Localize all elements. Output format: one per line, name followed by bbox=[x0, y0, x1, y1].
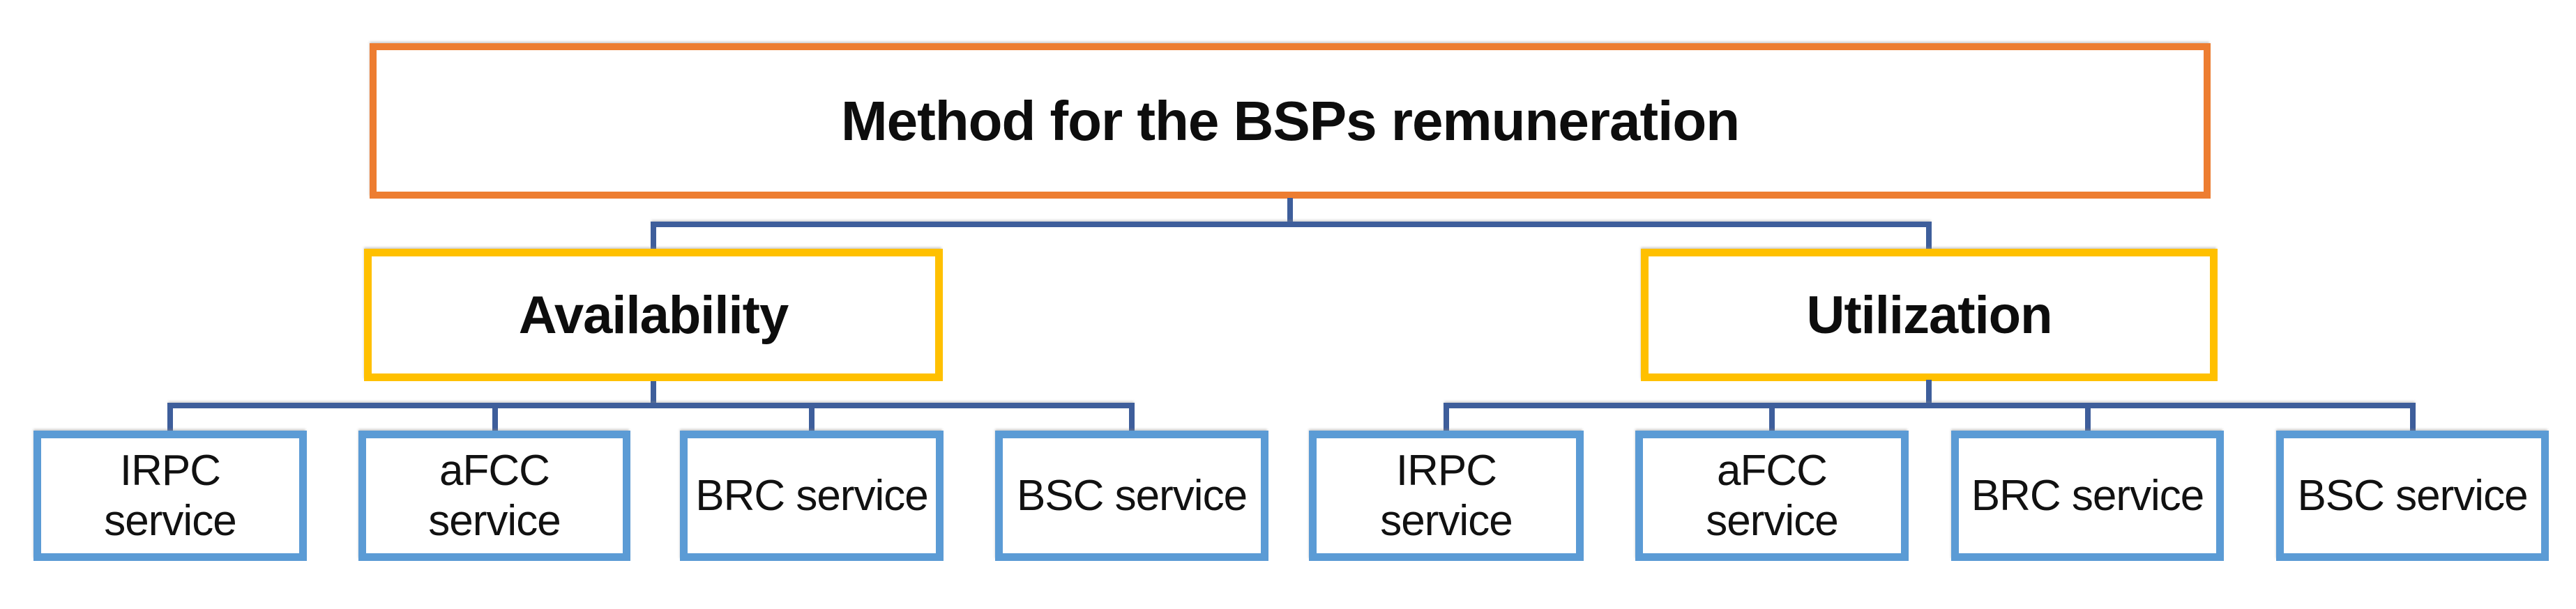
connector-drop-irpc-right bbox=[1444, 403, 1449, 431]
child-label-bsc-availability: BSC service bbox=[1016, 471, 1248, 520]
connector-drop-bsc-right bbox=[2410, 403, 2416, 431]
child-label-bsc-utilization: BSC service bbox=[2297, 471, 2528, 520]
connector-utilization-drop bbox=[1926, 222, 1932, 249]
connector-drop-afcc-left bbox=[492, 403, 498, 431]
child-box-afcc-service-availability: aFCC service bbox=[358, 431, 630, 561]
connector-availability-stem bbox=[651, 381, 656, 408]
connector-utilization-stem bbox=[1926, 380, 1932, 408]
child-box-brc-service-availability: BRC service bbox=[680, 431, 944, 561]
connector-availability-children-horizontal bbox=[167, 403, 1135, 408]
child-label-brc-availability: BRC service bbox=[695, 471, 929, 520]
connector-drop-brc-left bbox=[809, 403, 815, 431]
child-box-brc-service-utilization: BRC service bbox=[1951, 431, 2224, 561]
child-box-afcc-service-utilization: aFCC service bbox=[1635, 431, 1909, 561]
connector-availability-drop bbox=[651, 222, 656, 249]
root-box-label: Method for the BSPs remuneration bbox=[840, 89, 1740, 152]
branch-box-utilization: Utilization bbox=[1641, 249, 2218, 381]
connector-root-stem bbox=[1287, 198, 1293, 227]
branch-box-availability: Availability bbox=[364, 249, 943, 381]
child-label-irpc-utilization: IRPC service bbox=[1380, 446, 1513, 545]
connector-drop-brc-right bbox=[2085, 403, 2091, 431]
connector-tier1-horizontal bbox=[651, 222, 1932, 227]
child-label-irpc-availability: IRPC service bbox=[104, 446, 236, 545]
branch-utilization-label: Utilization bbox=[1806, 285, 2052, 345]
child-box-irpc-service-availability: IRPC service bbox=[33, 431, 307, 561]
branch-availability-label: Availability bbox=[518, 285, 789, 345]
root-box-method-for-bsps-remuneration: Method for the BSPs remuneration bbox=[370, 43, 2211, 199]
child-label-afcc-utilization: aFCC service bbox=[1706, 446, 1838, 545]
connector-utilization-children-horizontal bbox=[1444, 403, 2416, 408]
connector-drop-bsc-left bbox=[1129, 403, 1135, 431]
child-label-brc-utilization: BRC service bbox=[1971, 471, 2205, 520]
child-box-bsc-service-availability: BSC service bbox=[995, 431, 1268, 561]
child-box-bsc-service-utilization: BSC service bbox=[2276, 431, 2549, 561]
child-label-afcc-availability: aFCC service bbox=[428, 446, 561, 545]
connector-drop-irpc-left bbox=[167, 403, 173, 431]
child-box-irpc-service-utilization: IRPC service bbox=[1309, 431, 1584, 561]
connector-drop-afcc-right bbox=[1769, 403, 1775, 431]
